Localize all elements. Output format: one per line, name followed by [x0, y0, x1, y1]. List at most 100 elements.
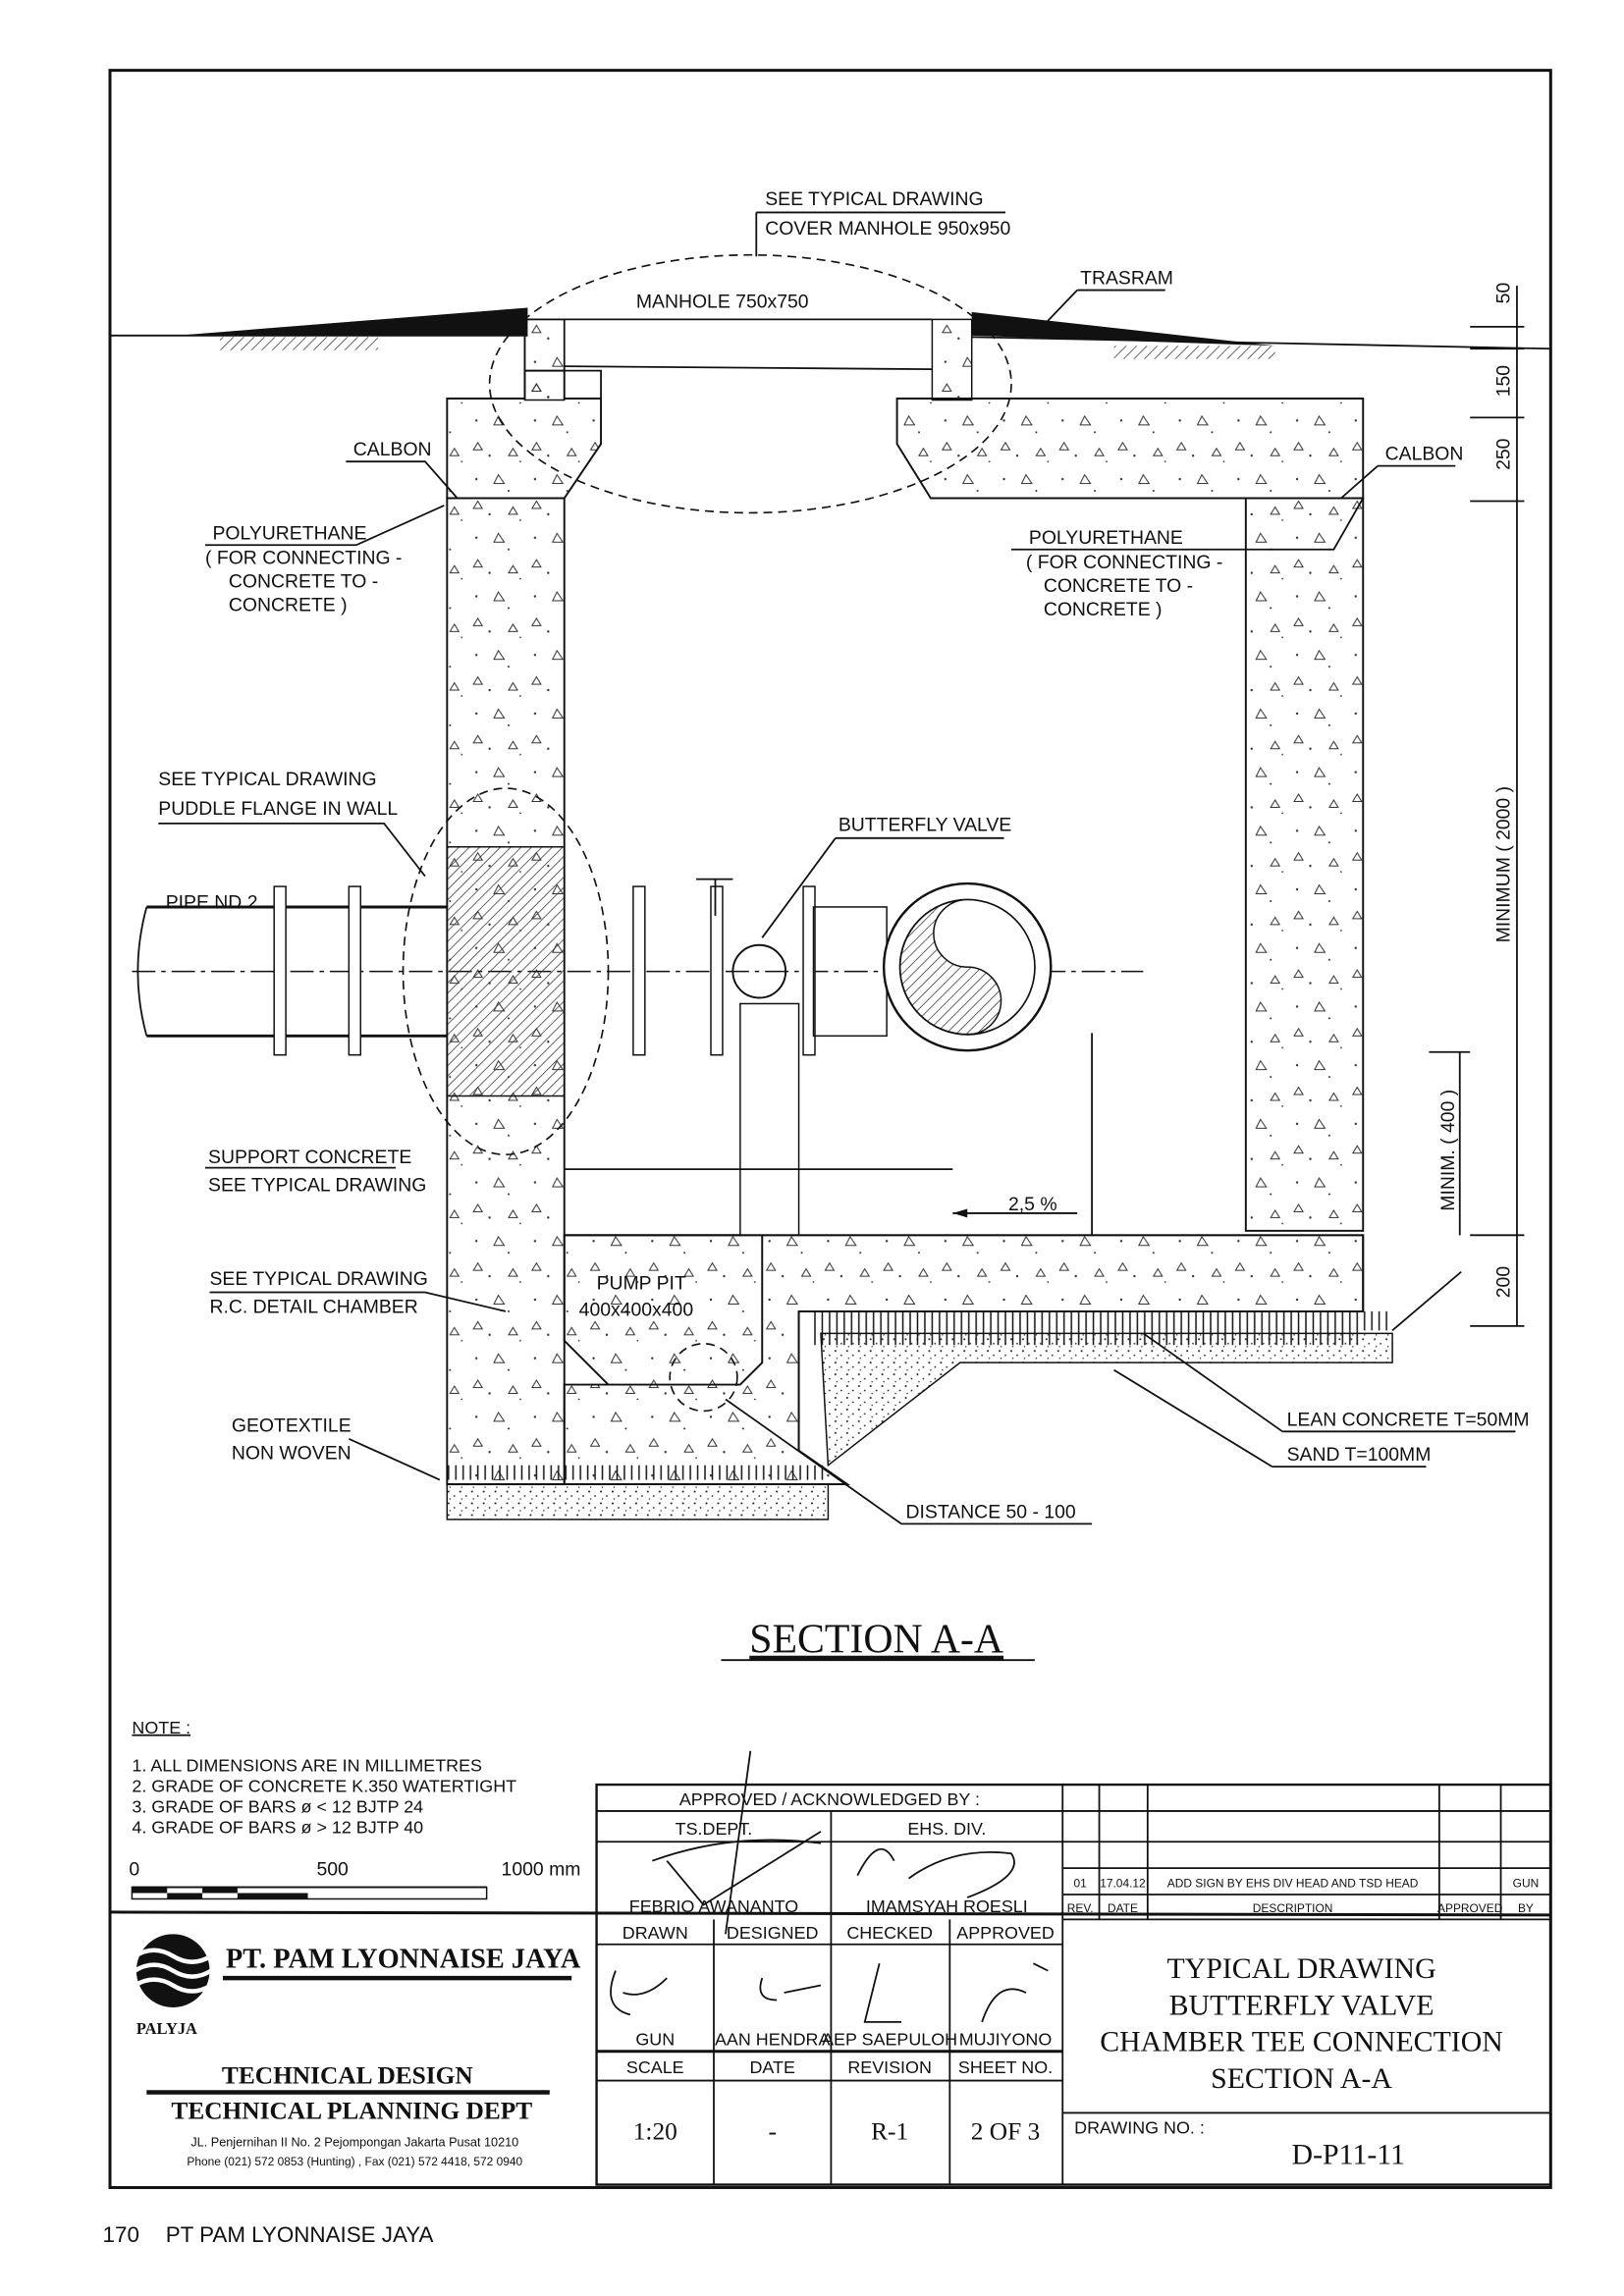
signature: [610, 1962, 1049, 2023]
dim-50: 50: [1493, 283, 1515, 304]
notes: NOTE : 1. ALL DIMENSIONS ARE IN MILLIMET…: [132, 1718, 516, 1838]
cover-ref-1: SEE TYPICAL DRAWING: [765, 188, 983, 210]
svg-text:DESCRIPTION: DESCRIPTION: [1253, 1901, 1333, 1915]
drawing-number: D-P11-11: [1292, 2139, 1406, 2171]
scale-bar: 0 500 1000 mm: [129, 1859, 581, 1900]
page-number: 170: [103, 2222, 139, 2247]
puddle-ref-2: PUDDLE FLANGE IN WALL: [158, 798, 398, 820]
svg-text:BY: BY: [1518, 1901, 1534, 1915]
geotextile-1: GEOTEXTILE: [232, 1415, 352, 1436]
dim-min-400: MINIM. ( 400 ): [1437, 1090, 1459, 1211]
pump-pit-1: PUMP PIT: [597, 1273, 686, 1295]
svg-text:DATE: DATE: [1108, 1901, 1138, 1915]
svg-text:APPROVED: APPROVED: [1437, 1901, 1503, 1915]
svg-text:CHECKED: CHECKED: [846, 1923, 933, 1943]
approved-by: MUJIYONO: [959, 2030, 1053, 2050]
company-address: JL. Penjernihan II No. 2 Pejompongan Jak…: [190, 2136, 518, 2150]
svg-text:TYPICAL DRAWING: TYPICAL DRAWING: [1166, 1952, 1435, 1985]
leader-lines: [158, 211, 1516, 1525]
company-name: PT. PAM LYONNAISE JAYA: [226, 1945, 581, 1975]
approver-name-2: IMAMSYAH ROESLI: [866, 1896, 1028, 1916]
section-title: SECTION A-A: [749, 1618, 1003, 1663]
drawing-border: [108, 69, 1552, 2190]
manhole-neck: [488, 253, 1012, 514]
callouts: SEE TYPICAL DRAWING COVER MANHOLE 950x95…: [158, 188, 1529, 1522]
ground-surface: [110, 307, 1551, 359]
svg-text:DRAWN: DRAWN: [623, 1923, 688, 1943]
poly-left-2: ( FOR CONNECTING -: [205, 548, 402, 569]
signoff-table: DRAWN DESIGNED CHECKED APPROVED GUN AAN …: [610, 1923, 1055, 2145]
approval-ts-dept: TS.DEPT.: [676, 1819, 753, 1839]
palyja-logo: PALYJA: [134, 1934, 213, 2038]
dim-200: 200: [1493, 1266, 1515, 1299]
rev-date: 17.04.12: [1100, 1877, 1146, 1891]
department-1: TECHNICAL DESIGN: [222, 2062, 473, 2090]
logo-text: PALYJA: [136, 2019, 197, 2038]
dim-250: 250: [1493, 438, 1515, 470]
signature: [651, 1750, 822, 1935]
sand-label: SAND T=100MM: [1287, 1444, 1432, 1466]
approval-ehs-div: EHS. DIV.: [907, 1819, 986, 1839]
approver-name-1: FEBRIO AWANANTO: [629, 1896, 799, 1916]
signature: [856, 1847, 1015, 1898]
scale-value: 1:20: [633, 2117, 677, 2145]
rev-number: 01: [1074, 1877, 1088, 1891]
drawn-by: GUN: [635, 2030, 675, 2050]
pump-pit-2: 400x400x400: [579, 1299, 694, 1320]
slope-label: 2,5 %: [1008, 1194, 1057, 1215]
pipe-assembly: [132, 787, 1144, 1413]
note-3: 3. GRADE OF BARS ø < 12 BJTP 24: [132, 1796, 423, 1816]
note-4: 4. GRADE OF BARS ø > 12 BJTP 40: [132, 1817, 423, 1837]
svg-text:SHEET NO.: SHEET NO.: [958, 2057, 1053, 2077]
pipe-label: PIPE ND 2: [166, 891, 258, 913]
revision-table: 01 17.04.12 ADD SIGN BY EHS DIV HEAD AND…: [1067, 1877, 1539, 1915]
distance-label: DISTANCE 50 - 100: [906, 1501, 1076, 1522]
support-ref-2: SEE TYPICAL DRAWING: [208, 1175, 426, 1197]
svg-text:REVISION: REVISION: [847, 2057, 932, 2077]
svg-text:DATE: DATE: [749, 2057, 794, 2077]
geotextile-2: NON WOVEN: [232, 1443, 352, 1465]
revision-value: R-1: [871, 2117, 908, 2145]
drawing-no-label: DRAWING NO. :: [1074, 2117, 1205, 2137]
cover-ref-2: COVER MANHOLE 950x950: [765, 218, 1010, 240]
rc-ref-2: R.C. DETAIL CHAMBER: [210, 1296, 418, 1317]
department-2: TECHNICAL PLANNING DEPT: [171, 2097, 532, 2124]
poly-left-1: POLYURETHANE: [213, 522, 367, 544]
dimension-labels: 50 150 250 MINIMUM ( 2000 ) MINIM. ( 400…: [1437, 283, 1515, 1299]
rev-description: ADD SIGN BY EHS DIV HEAD AND TSD HEAD: [1167, 1877, 1419, 1891]
page-footer: 170 PT PAM LYONNAISE JAYA: [103, 2222, 434, 2247]
poly-right-2: ( FOR CONNECTING -: [1026, 552, 1222, 573]
title-block-grid: [110, 1783, 1552, 2186]
rc-ref-1: SEE TYPICAL DRAWING: [210, 1268, 428, 1290]
lean-concrete-label: LEAN CONCRETE T=50MM: [1287, 1409, 1530, 1430]
svg-text:CHAMBER TEE CONNECTION: CHAMBER TEE CONNECTION: [1100, 2026, 1503, 2058]
svg-text:SCALE: SCALE: [626, 2057, 684, 2077]
svg-text:500: 500: [316, 1859, 349, 1881]
note-2: 2. GRADE OF CONCRETE K.350 WATERTIGHT: [132, 1777, 516, 1796]
approval-heading: APPROVED / ACKNOWLEDGED BY :: [679, 1789, 980, 1809]
date-value: -: [768, 2117, 776, 2145]
trasram-label: TRASRAM: [1080, 268, 1173, 290]
poly-right-1: POLYURETHANE: [1029, 527, 1183, 549]
dim-min-2000: MINIMUM ( 2000 ): [1493, 786, 1515, 942]
company-phone: Phone (021) 572 0853 (Hunting) , Fax (02…: [187, 2155, 522, 2168]
poly-left-3: CONCRETE TO -: [229, 571, 378, 593]
support-ref-1: SUPPORT CONCRETE: [208, 1147, 411, 1168]
checked-by: AEP SAEPULOH: [822, 2030, 957, 2050]
company-block: PALYJA PT. PAM LYONNAISE JAYA TECHNICAL …: [134, 1934, 581, 2168]
sheet-value: 2 OF 3: [971, 2117, 1040, 2145]
poly-left-4: CONCRETE ): [229, 594, 348, 615]
poly-right-3: CONCRETE TO -: [1044, 575, 1193, 597]
manhole-label: MANHOLE 750x750: [636, 291, 809, 312]
svg-text:APPROVED: APPROVED: [956, 1923, 1055, 1943]
svg-text:DESIGNED: DESIGNED: [727, 1923, 819, 1943]
puddle-ref-1: SEE TYPICAL DRAWING: [158, 769, 376, 790]
footer-publisher: PT PAM LYONNAISE JAYA: [166, 2222, 434, 2247]
calbon-left: CALBON: [353, 439, 432, 460]
dimension-lines: [1429, 286, 1525, 1327]
calbon-right: CALBON: [1385, 444, 1464, 465]
butterfly-valve-label: BUTTERFLY VALVE: [839, 814, 1011, 835]
svg-text:1000 mm: 1000 mm: [502, 1859, 581, 1881]
poly-right-4: CONCRETE ): [1044, 599, 1163, 620]
